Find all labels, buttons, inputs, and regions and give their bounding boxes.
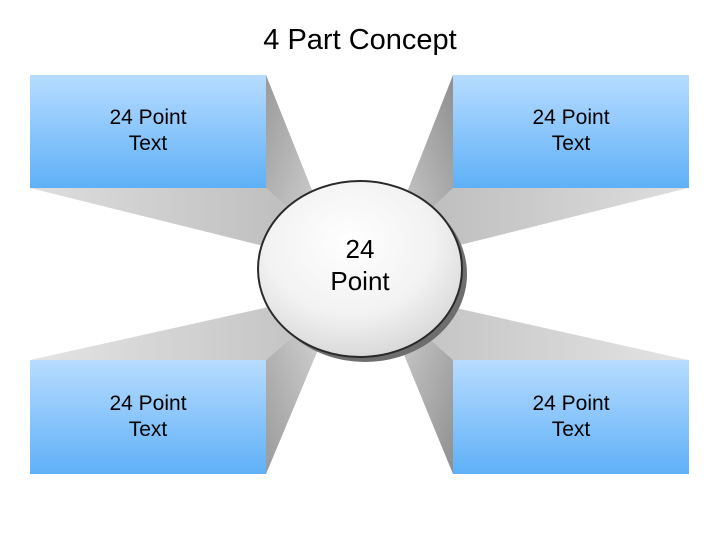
box-bottom-left-text: 24 Point Text bbox=[30, 391, 266, 443]
box-bottom-left bbox=[30, 360, 266, 474]
box-bottom-right-line1: 24 Point bbox=[532, 392, 610, 415]
box-bottom-left-line2: Text bbox=[128, 418, 168, 441]
diagram-title: 4 Part Concept bbox=[263, 24, 457, 56]
ray-bottom-right-vertical bbox=[400, 330, 453, 474]
box-top-left-line1: 24 Point bbox=[109, 106, 187, 129]
ray-top-left-horizontal bbox=[30, 188, 300, 255]
ray-top-right-vertical bbox=[400, 75, 453, 220]
ray-top-right-horizontal bbox=[420, 188, 688, 255]
box-top-left-line2: Text bbox=[128, 132, 168, 155]
center-label-line2: Point bbox=[330, 266, 390, 296]
center-circle bbox=[257, 180, 463, 358]
ray-bottom-right-horizontal bbox=[420, 300, 688, 360]
box-top-right bbox=[453, 75, 689, 188]
box-top-right-text: 24 Point Text bbox=[453, 105, 689, 157]
ray-bottom-left-horizontal bbox=[30, 300, 300, 360]
box-bottom-left-line1: 24 Point bbox=[109, 392, 187, 415]
box-top-left-text: 24 Point Text bbox=[30, 105, 266, 157]
box-top-right-line2: Text bbox=[551, 132, 591, 155]
box-bottom-right-line2: Text bbox=[551, 418, 591, 441]
box-bottom-right-text: 24 Point Text bbox=[453, 391, 689, 443]
center-label-line1: 24 bbox=[345, 234, 375, 264]
ray-bottom-left-vertical bbox=[266, 330, 320, 474]
box-top-right-line1: 24 Point bbox=[532, 106, 610, 129]
box-bottom-right bbox=[453, 360, 689, 474]
center-label: 24 Point bbox=[270, 233, 450, 297]
box-top-left bbox=[30, 75, 266, 188]
ray-top-left-vertical bbox=[266, 75, 320, 220]
